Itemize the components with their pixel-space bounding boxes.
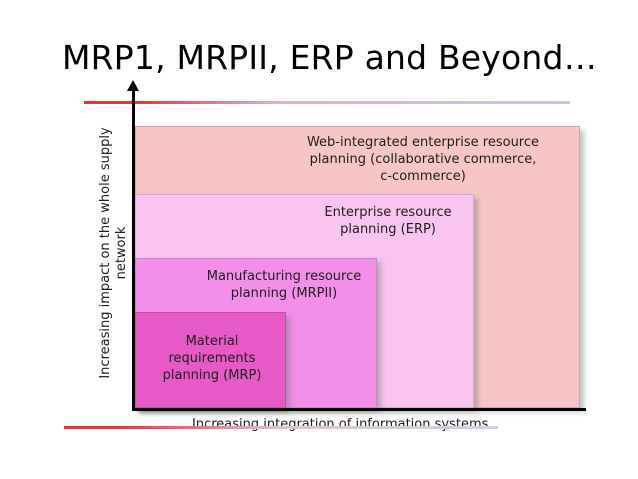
web-erp-label-line: c-commerce) [380,169,466,184]
mrp-label-line: planning (MRP) [162,368,262,383]
slide-title: MRP1, MRPII, ERP and Beyond… [62,38,597,77]
mrp-box [135,312,286,408]
mrpii-label-line: Manufacturing resource [206,269,362,284]
mrp-label: Material requirements planning (MRP) [150,333,274,384]
x-axis-line [132,408,586,411]
y-axis-label: Increasing impact on the whole supply ne… [98,103,130,403]
mrpii-label: Manufacturing resource planning (MRPII) [196,268,372,302]
mrp-label-line: Material [185,334,239,349]
bottom-divider-line [64,426,498,429]
web-erp-label: Web-integrated enterprise resource plann… [288,134,558,185]
erp-label-line: planning (ERP) [340,222,436,237]
y-axis-arrow-icon [127,80,139,91]
top-divider-line [84,101,570,104]
mrp-label-line: requirements [168,351,256,366]
web-erp-label-line: planning (collaborative commerce, [309,152,537,167]
x-axis-label: Increasing integration of information sy… [192,417,489,432]
y-axis-label-line: network [114,226,129,280]
web-erp-label-line: Web-integrated enterprise resource [306,135,540,150]
mrpii-label-line: planning (MRPII) [230,286,338,301]
erp-label: Enterprise resource planning (ERP) [318,204,458,238]
y-axis-line [132,86,135,411]
erp-label-line: Enterprise resource [324,205,452,220]
y-axis-label-line: Increasing impact on the whole supply [98,127,113,379]
